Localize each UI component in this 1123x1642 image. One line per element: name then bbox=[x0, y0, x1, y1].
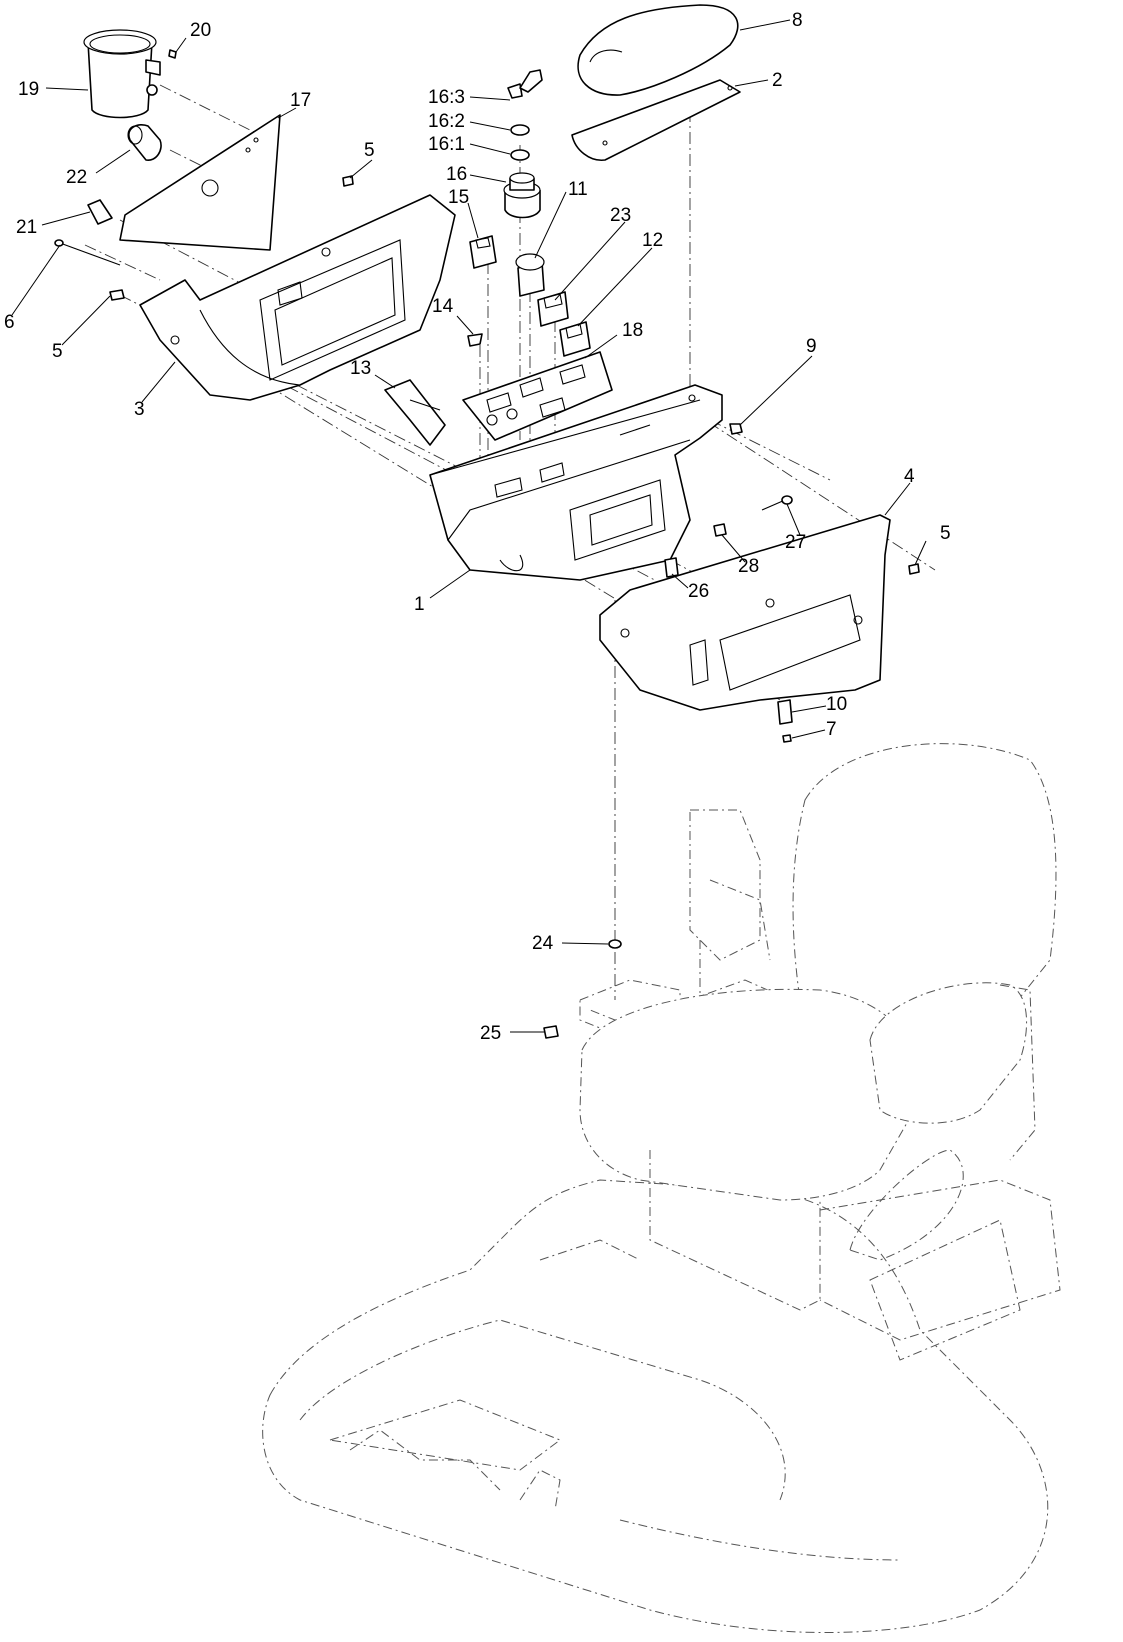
callout-labels: 19 20 22 17 21 6 5 5 3 8 2 16:3 16:2 16:… bbox=[4, 10, 951, 1044]
callout-3: 3 bbox=[134, 399, 145, 420]
callout-16-3: 16:3 bbox=[428, 87, 465, 108]
callout-5-top: 5 bbox=[364, 140, 375, 161]
armrest-base bbox=[571, 79, 741, 161]
washer-24 bbox=[608, 939, 622, 949]
callout-15: 15 bbox=[448, 187, 469, 208]
cover-plate bbox=[119, 114, 281, 251]
callout-16-2: 16:2 bbox=[428, 111, 465, 132]
callout-9: 9 bbox=[806, 336, 817, 357]
switch-decal bbox=[462, 351, 613, 441]
callout-19: 19 bbox=[18, 79, 39, 100]
callout-17: 17 bbox=[290, 90, 311, 111]
callout-5-right: 5 bbox=[940, 523, 951, 544]
callout-20: 20 bbox=[190, 20, 211, 41]
callout-16: 16 bbox=[446, 164, 467, 185]
phantom-machine-frame bbox=[262, 743, 1061, 1633]
callout-1: 1 bbox=[414, 594, 425, 615]
callout-13: 13 bbox=[350, 358, 371, 379]
screw-20 bbox=[168, 49, 177, 59]
nut-28 bbox=[713, 523, 727, 537]
key-switch bbox=[503, 69, 543, 219]
callout-27: 27 bbox=[785, 532, 806, 553]
nut-25 bbox=[543, 1025, 559, 1039]
callout-2: 2 bbox=[772, 70, 783, 91]
bolt-5-top bbox=[342, 175, 354, 187]
callout-25: 25 bbox=[480, 1023, 501, 1044]
callout-5-left: 5 bbox=[52, 341, 63, 362]
rocker-switch-15 bbox=[469, 235, 497, 269]
bolt-5-right bbox=[908, 563, 920, 575]
callout-14: 14 bbox=[432, 296, 454, 317]
bolt-5-left bbox=[109, 289, 125, 301]
push-button bbox=[515, 253, 545, 297]
left-console-shroud bbox=[139, 194, 456, 401]
armrest-pad bbox=[577, 4, 739, 96]
callout-26: 26 bbox=[688, 581, 709, 602]
callout-28: 28 bbox=[738, 556, 759, 577]
clip-26 bbox=[664, 557, 679, 578]
callout-4: 4 bbox=[904, 466, 915, 487]
callout-22: 22 bbox=[66, 167, 87, 188]
cup-holder bbox=[83, 29, 161, 119]
right-console-shroud bbox=[599, 514, 891, 711]
nut-9 bbox=[729, 423, 743, 435]
callout-23: 23 bbox=[610, 205, 631, 226]
callout-7: 7 bbox=[826, 719, 837, 740]
callout-21: 21 bbox=[16, 217, 37, 238]
leader-lines bbox=[11, 19, 927, 1033]
knob bbox=[87, 199, 113, 225]
callout-16-1: 16:1 bbox=[428, 134, 465, 155]
callout-18: 18 bbox=[622, 320, 643, 341]
switch-bracket bbox=[384, 379, 446, 446]
long-bolt bbox=[54, 239, 121, 266]
console-frame bbox=[429, 384, 723, 581]
rocker-switch-23 bbox=[537, 291, 569, 327]
callout-11: 11 bbox=[568, 179, 588, 200]
callout-8: 8 bbox=[792, 10, 803, 31]
screw-7 bbox=[782, 734, 792, 743]
plug bbox=[467, 333, 483, 347]
callout-24: 24 bbox=[532, 933, 554, 954]
power-outlet bbox=[127, 124, 162, 161]
clip-10 bbox=[777, 699, 793, 725]
rocker-switch-12 bbox=[559, 321, 591, 357]
callout-10: 10 bbox=[826, 694, 847, 715]
bolt-27 bbox=[761, 495, 793, 511]
callout-6: 6 bbox=[4, 312, 15, 333]
callout-12: 12 bbox=[642, 230, 663, 251]
